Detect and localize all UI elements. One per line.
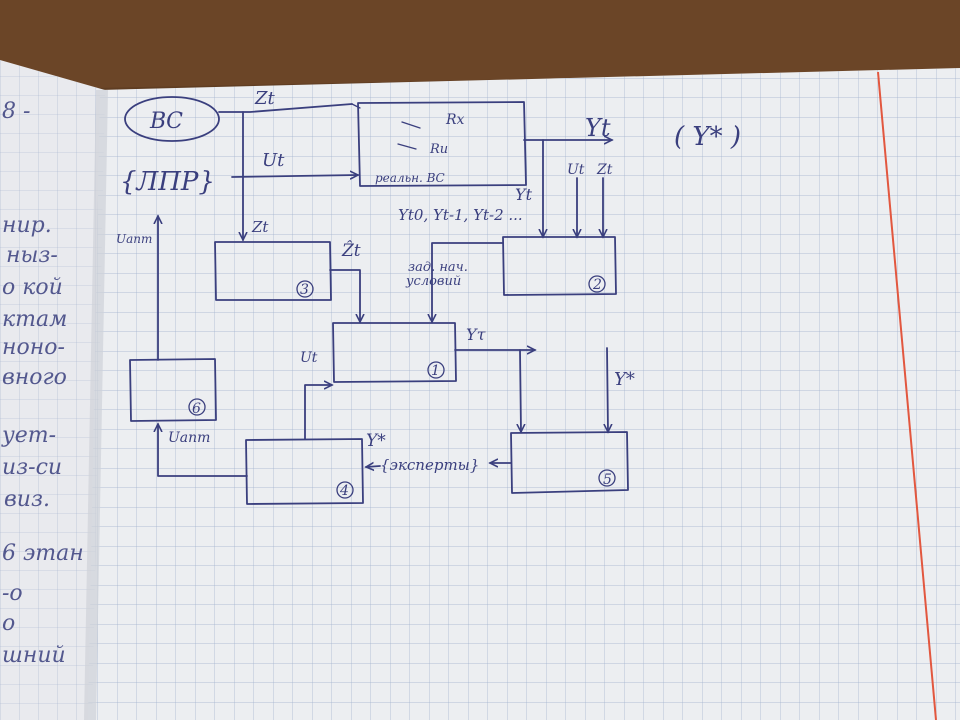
block-5-circle xyxy=(598,469,616,487)
z-hat-arrow xyxy=(329,269,360,322)
block-6-circle xyxy=(188,398,206,416)
scribble-4: ктам xyxy=(2,307,67,332)
ru-tick xyxy=(397,143,417,150)
z-top-label: Zt xyxy=(254,88,276,109)
scribble-12: о xyxy=(2,611,15,636)
u-4-to-1 xyxy=(304,385,332,440)
y-star-into-5 xyxy=(607,347,608,432)
scribble-1: нир. xyxy=(2,213,52,238)
init-cond-2: условий xyxy=(405,274,461,289)
scribble-5: ноно- xyxy=(2,335,65,360)
y-star-top-label: ( Y* ) xyxy=(674,122,741,152)
block-1-circle xyxy=(427,361,445,379)
scribble-6: вного xyxy=(2,365,67,390)
rx-label: Rx xyxy=(445,112,465,128)
vs-oval xyxy=(124,96,220,142)
u-to-1-label: Ut xyxy=(300,350,318,366)
scribble-8: из-си xyxy=(2,455,62,480)
y-tau-to-5 xyxy=(520,349,521,432)
left-page-text: 8 - нир. ныз- о кой ктам ноно- вного ует… xyxy=(1,99,84,668)
u-left-label: Ut xyxy=(262,150,285,171)
z-down-label: Zt xyxy=(251,218,269,236)
y-star-5-label: Y* xyxy=(614,369,635,390)
init-cond-1: зад. нач. xyxy=(408,260,468,275)
y-history-label: Yt0, Yt-1, Yt-2 ... xyxy=(398,206,523,224)
y-t-right-label: Yt xyxy=(515,185,533,204)
wood-grain xyxy=(0,0,960,90)
ru-label: Ru xyxy=(429,142,448,157)
scribble-3: о кой xyxy=(2,275,63,300)
vs-label: ВС xyxy=(149,109,183,134)
spine-shadow xyxy=(84,90,108,720)
block-3-number: 3 xyxy=(300,282,309,298)
block-4-number: 4 xyxy=(339,483,349,499)
u-arrow-left xyxy=(231,175,358,177)
lpr-label: {ЛПР} xyxy=(120,167,215,197)
scribble-0: 8 - xyxy=(2,99,30,124)
scribble-13: шний xyxy=(2,643,66,668)
block-4 xyxy=(245,438,364,505)
u-adapt-left-label: Uапт xyxy=(116,232,152,246)
experts-label: {эксперты} xyxy=(380,456,479,474)
grid-lines xyxy=(88,68,960,720)
rx-tick xyxy=(401,121,421,129)
y-tau-label: Yτ xyxy=(466,325,487,344)
block-1 xyxy=(332,322,457,383)
block-3 xyxy=(214,241,332,301)
u-right-label: Ut xyxy=(567,162,585,178)
block-5 xyxy=(510,431,629,494)
real-vs-label: реальн. ВС xyxy=(375,171,445,185)
block-6-number: 6 xyxy=(192,401,201,417)
block-diagram: ВС {ЛПР} Zt Ut Rx Ru реальн. ВС Yt ( Y* … xyxy=(116,88,741,505)
real-system-box xyxy=(357,101,527,187)
u-adapt-4-to-6 xyxy=(158,424,248,477)
scribble-11: -о xyxy=(2,581,23,606)
u-adapt-lower-label: Uапт xyxy=(168,430,210,446)
block-2-circle xyxy=(588,275,606,293)
scribble-7: ует- xyxy=(1,423,56,448)
z-tick xyxy=(351,103,361,109)
block-5-number: 5 xyxy=(603,472,612,488)
y-star-4-label: Y* xyxy=(366,431,386,451)
block-1-number: 1 xyxy=(431,363,440,379)
z-line-top xyxy=(218,103,353,113)
left-grid-lines xyxy=(0,60,105,720)
scribble-10: 6 этан xyxy=(2,541,84,566)
block-2-number: 2 xyxy=(592,277,602,293)
margin-line xyxy=(877,71,937,720)
block-3-circle xyxy=(296,280,314,298)
scribble-2: ныз- xyxy=(6,243,58,268)
block-6 xyxy=(129,358,217,422)
block-4-circle xyxy=(336,481,354,499)
z-hat-label: Ẑt xyxy=(341,240,361,261)
y-out-label: Yt xyxy=(585,114,611,142)
experts-to-4 xyxy=(366,466,381,467)
init-cond-arrow xyxy=(432,242,504,322)
scribble-9: виз. xyxy=(4,487,50,512)
z-right-label: Zt xyxy=(596,162,613,178)
